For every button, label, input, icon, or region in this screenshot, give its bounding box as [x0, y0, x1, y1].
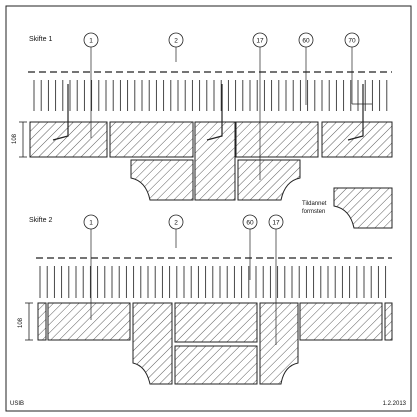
shaped-stone-detail — [333, 187, 393, 229]
leader-line — [347, 84, 364, 141]
svg-text:2: 2 — [174, 219, 178, 226]
svg-text:60: 60 — [246, 219, 254, 226]
callout-1: 1 — [83, 32, 99, 138]
svg-text:60: 60 — [302, 37, 310, 44]
dimension-label-1: 108 — [12, 133, 18, 144]
base-course-1 — [29, 121, 393, 201]
center-block-upper — [174, 302, 258, 343]
svg-text:70: 70 — [348, 37, 356, 44]
callout-60: 60 — [298, 32, 314, 105]
center-block-lower — [174, 345, 258, 385]
side-note-line-2: formsten — [302, 209, 325, 215]
base-course-2 — [37, 302, 393, 385]
callout-17: 17 — [252, 32, 268, 180]
section-1-title: Skifte 1 — [29, 36, 52, 43]
callout-2: 2 — [168, 214, 184, 248]
base-block — [109, 121, 194, 158]
footer-right: 1.2.2013 — [383, 401, 407, 407]
leader-line — [206, 84, 223, 141]
base-block — [321, 121, 393, 158]
brick-slots-2 — [39, 266, 387, 298]
section-2-title: Skifte 2 — [29, 217, 52, 224]
base-block — [47, 302, 131, 341]
callout-70: 70 — [344, 32, 372, 105]
svg-text:17: 17 — [272, 219, 280, 226]
svg-text:1: 1 — [89, 37, 93, 44]
side-note-line-1: Tildannet — [302, 201, 327, 207]
shaped-block-left — [130, 159, 194, 201]
base-block — [384, 302, 393, 341]
base-block — [299, 302, 383, 341]
callout-2: 2 — [168, 32, 184, 62]
callout-17: 17 — [268, 214, 284, 345]
shaped-column-left — [132, 302, 173, 385]
callout-60: 60 — [242, 214, 258, 280]
dimension-label-2: 108 — [18, 317, 24, 328]
brick-slots-1 — [33, 80, 388, 111]
leader-line — [52, 84, 69, 141]
shaped-column-right — [259, 302, 299, 385]
shaped-block-right — [237, 159, 301, 201]
svg-text:2: 2 — [174, 37, 178, 44]
svg-text:1: 1 — [89, 219, 93, 226]
callout-1: 1 — [83, 214, 99, 320]
footer-left: USIB — [10, 401, 24, 407]
base-block — [235, 121, 319, 158]
base-block — [37, 302, 47, 341]
column-block — [194, 121, 236, 201]
svg-text:17: 17 — [256, 37, 264, 44]
